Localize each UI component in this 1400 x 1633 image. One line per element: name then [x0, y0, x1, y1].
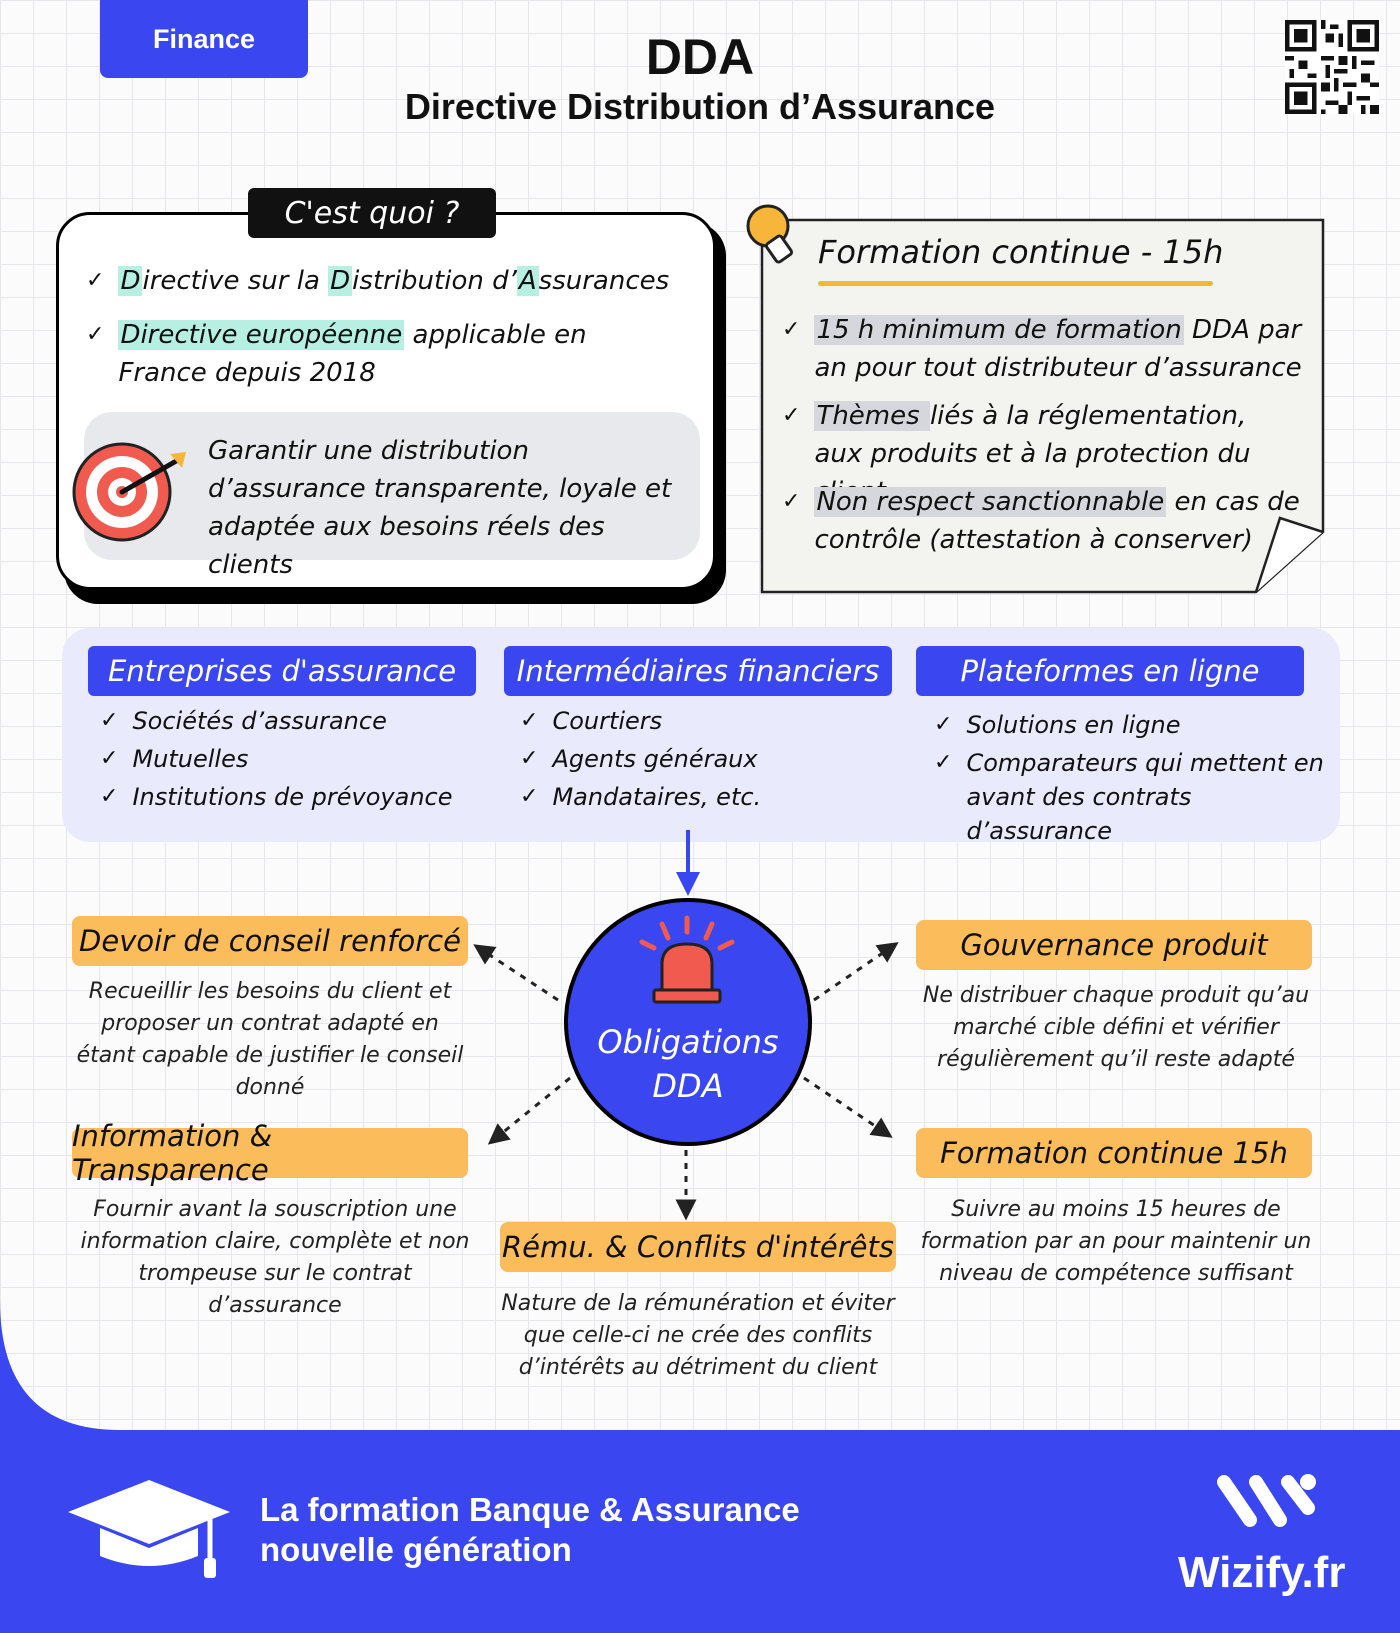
definition-text-part: ssurances — [538, 266, 670, 296]
check-icon: ✓ — [520, 746, 539, 771]
acronym-letter-d: D — [328, 266, 353, 296]
actor-head-plateformes: Plateformes en ligne — [916, 646, 1304, 696]
graduation-cap-icon — [68, 1480, 230, 1578]
formation-text-part: en cas de contrôle (attestation à conser… — [814, 487, 1300, 555]
brand-name[interactable]: Wizify.fr — [1178, 1548, 1346, 1597]
definition-text-part: applicable en France depuis 2018 — [118, 320, 587, 388]
list-item-text: Sociétés d’assurance — [132, 707, 387, 735]
formation-item-1: ✓ 15 h minimum de formation DDA par an p… — [782, 311, 1302, 387]
actor-list-entreprises: ✓ Sociétés d’assurance ✓ Mutuelles ✓ Instit… — [100, 704, 480, 814]
check-icon: ✓ — [782, 403, 801, 428]
formation-item-3: ✓ Non respect sanctionnable en cas de co… — [782, 483, 1302, 559]
footer-band — [0, 1300, 1400, 1633]
obligation-head-conseil: Devoir de conseil renforcé — [72, 916, 468, 966]
list-item-text: Courtiers — [552, 707, 663, 735]
definition-item-1: ✓ Directive sur la Distribution d’Assura… — [86, 262, 686, 300]
list-item: ✓ Mutuelles — [100, 742, 480, 776]
formation-item-3-text: Non respect sanctionnable en cas de cont… — [814, 483, 1302, 559]
formation-title-underline — [818, 281, 1213, 286]
list-item-text: Mandataires, etc. — [552, 783, 762, 811]
list-item-text: Solutions en ligne — [966, 711, 1181, 739]
obligation-head-formation: Formation continue 15h — [916, 1128, 1312, 1178]
list-item-text: Mutuelles — [132, 745, 249, 773]
page-title: DDA — [645, 29, 755, 85]
obligation-desc-conseil: Recueillir les besoins du client et prop… — [76, 979, 464, 1100]
footer-tagline-line1: La formation Banque & Assurance — [260, 1491, 800, 1528]
goal-text: Garantir une distribution d’assurance tr… — [208, 436, 672, 580]
highlight-text: Non respect sanctionnable — [814, 487, 1167, 517]
actor-list-plateformes: ✓ Solutions en ligne ✓ Comparateurs qui me… — [934, 708, 1330, 848]
list-item-text: Agents généraux — [552, 745, 758, 773]
obligations-circle — [564, 898, 812, 1146]
goal-box — [84, 412, 700, 560]
actor-head-intermediaires: Intermédiaires financiers — [504, 646, 892, 696]
check-icon: ✓ — [86, 268, 105, 293]
obligation-desc-formation: Suivre au moins 15 heures de formation p… — [920, 1197, 1312, 1286]
lightbulb-icon — [746, 204, 794, 264]
list-item: ✓ Institutions de prévoyance — [100, 780, 480, 814]
obligations-label-line1: Obligations — [597, 1023, 779, 1061]
obligation-desc-information: Fournir avant la souscription une inform… — [80, 1197, 470, 1318]
definition-item-2-text: Directive européenne applicable en Franc… — [118, 316, 666, 392]
obligations-label-line2: DDA — [652, 1067, 724, 1105]
acronym-letter-d: D — [118, 266, 143, 296]
definition-item-2: ✓ Directive européenne applicable en Fra… — [86, 316, 666, 392]
obligation-head-gouvernance: Gouvernance produit — [916, 920, 1312, 970]
obligation-desc-remu: Nature de la rémunération et éviter que … — [501, 1291, 895, 1380]
highlight-text: Thèmes — [814, 401, 930, 431]
check-icon: ✓ — [520, 708, 539, 733]
check-icon: ✓ — [100, 784, 119, 809]
footer-tagline: La formation Banque & Assurance nouvelle… — [260, 1490, 800, 1570]
list-item: ✓ Mandataires, etc. — [520, 780, 900, 814]
check-icon: ✓ — [86, 322, 105, 347]
obligation-desc-gouvernance: Ne distribuer chaque produit qu’au march… — [922, 983, 1310, 1072]
definition-label: C'est quoi ? — [248, 188, 496, 238]
category-tag-label: Finance — [152, 23, 256, 54]
list-item: ✓ Courtiers — [520, 704, 900, 738]
actor-head-entreprises: Entreprises d'assurance — [88, 646, 476, 696]
obligations-center-label: Obligations DDA — [564, 1020, 812, 1108]
list-item-text: Comparateurs qui mettent en avant des co… — [966, 749, 1324, 845]
wizify-logo-icon — [1217, 1474, 1316, 1527]
siren-icon — [639, 915, 735, 1004]
page-subtitle: Directive Distribution d’Assurance — [404, 86, 996, 127]
list-item: ✓ Solutions en ligne — [934, 708, 1330, 742]
formation-item-1-text: 15 h minimum de formation DDA par an pou… — [814, 311, 1302, 387]
list-item-text: Institutions de prévoyance — [132, 783, 453, 811]
check-icon: ✓ — [782, 317, 801, 342]
formation-text-part: DDA par an pour tout distributeur d’assu… — [814, 315, 1302, 383]
check-icon: ✓ — [100, 708, 119, 733]
category-tag: Finance — [100, 0, 308, 78]
check-icon: ✓ — [934, 750, 953, 775]
obligation-head-remu: Rému. & Conflits d'intérêts — [500, 1222, 896, 1272]
list-item: ✓ Agents généraux — [520, 742, 900, 776]
check-icon: ✓ — [520, 784, 539, 809]
list-item: ✓ Sociétés d’assurance — [100, 704, 480, 738]
definition-item-1-text: Directive sur la Distribution d’Assuranc… — [118, 262, 669, 300]
obligation-head-information: Information & Transparence — [72, 1119, 468, 1187]
definition-text-part: istribution d’ — [352, 266, 517, 296]
highlight-text: Directive européenne — [118, 320, 405, 350]
formation-title: Formation continue - 15h — [818, 233, 1224, 271]
acronym-letter-a: A — [516, 266, 539, 296]
definition-text-part: irective sur la — [142, 266, 329, 296]
target-icon — [72, 442, 186, 542]
highlight-text: 15 h minimum de formation — [814, 315, 1184, 345]
qr-code-icon[interactable] — [1285, 20, 1379, 114]
actor-list-intermediaires: ✓ Courtiers ✓ Agents généraux ✓ Mandataires… — [520, 704, 900, 814]
check-icon: ✓ — [782, 489, 801, 514]
list-item: ✓ Comparateurs qui mettent en avant des c… — [934, 746, 1330, 848]
check-icon: ✓ — [934, 712, 953, 737]
footer-tagline-line2: nouvelle génération — [260, 1531, 572, 1568]
check-icon: ✓ — [100, 746, 119, 771]
